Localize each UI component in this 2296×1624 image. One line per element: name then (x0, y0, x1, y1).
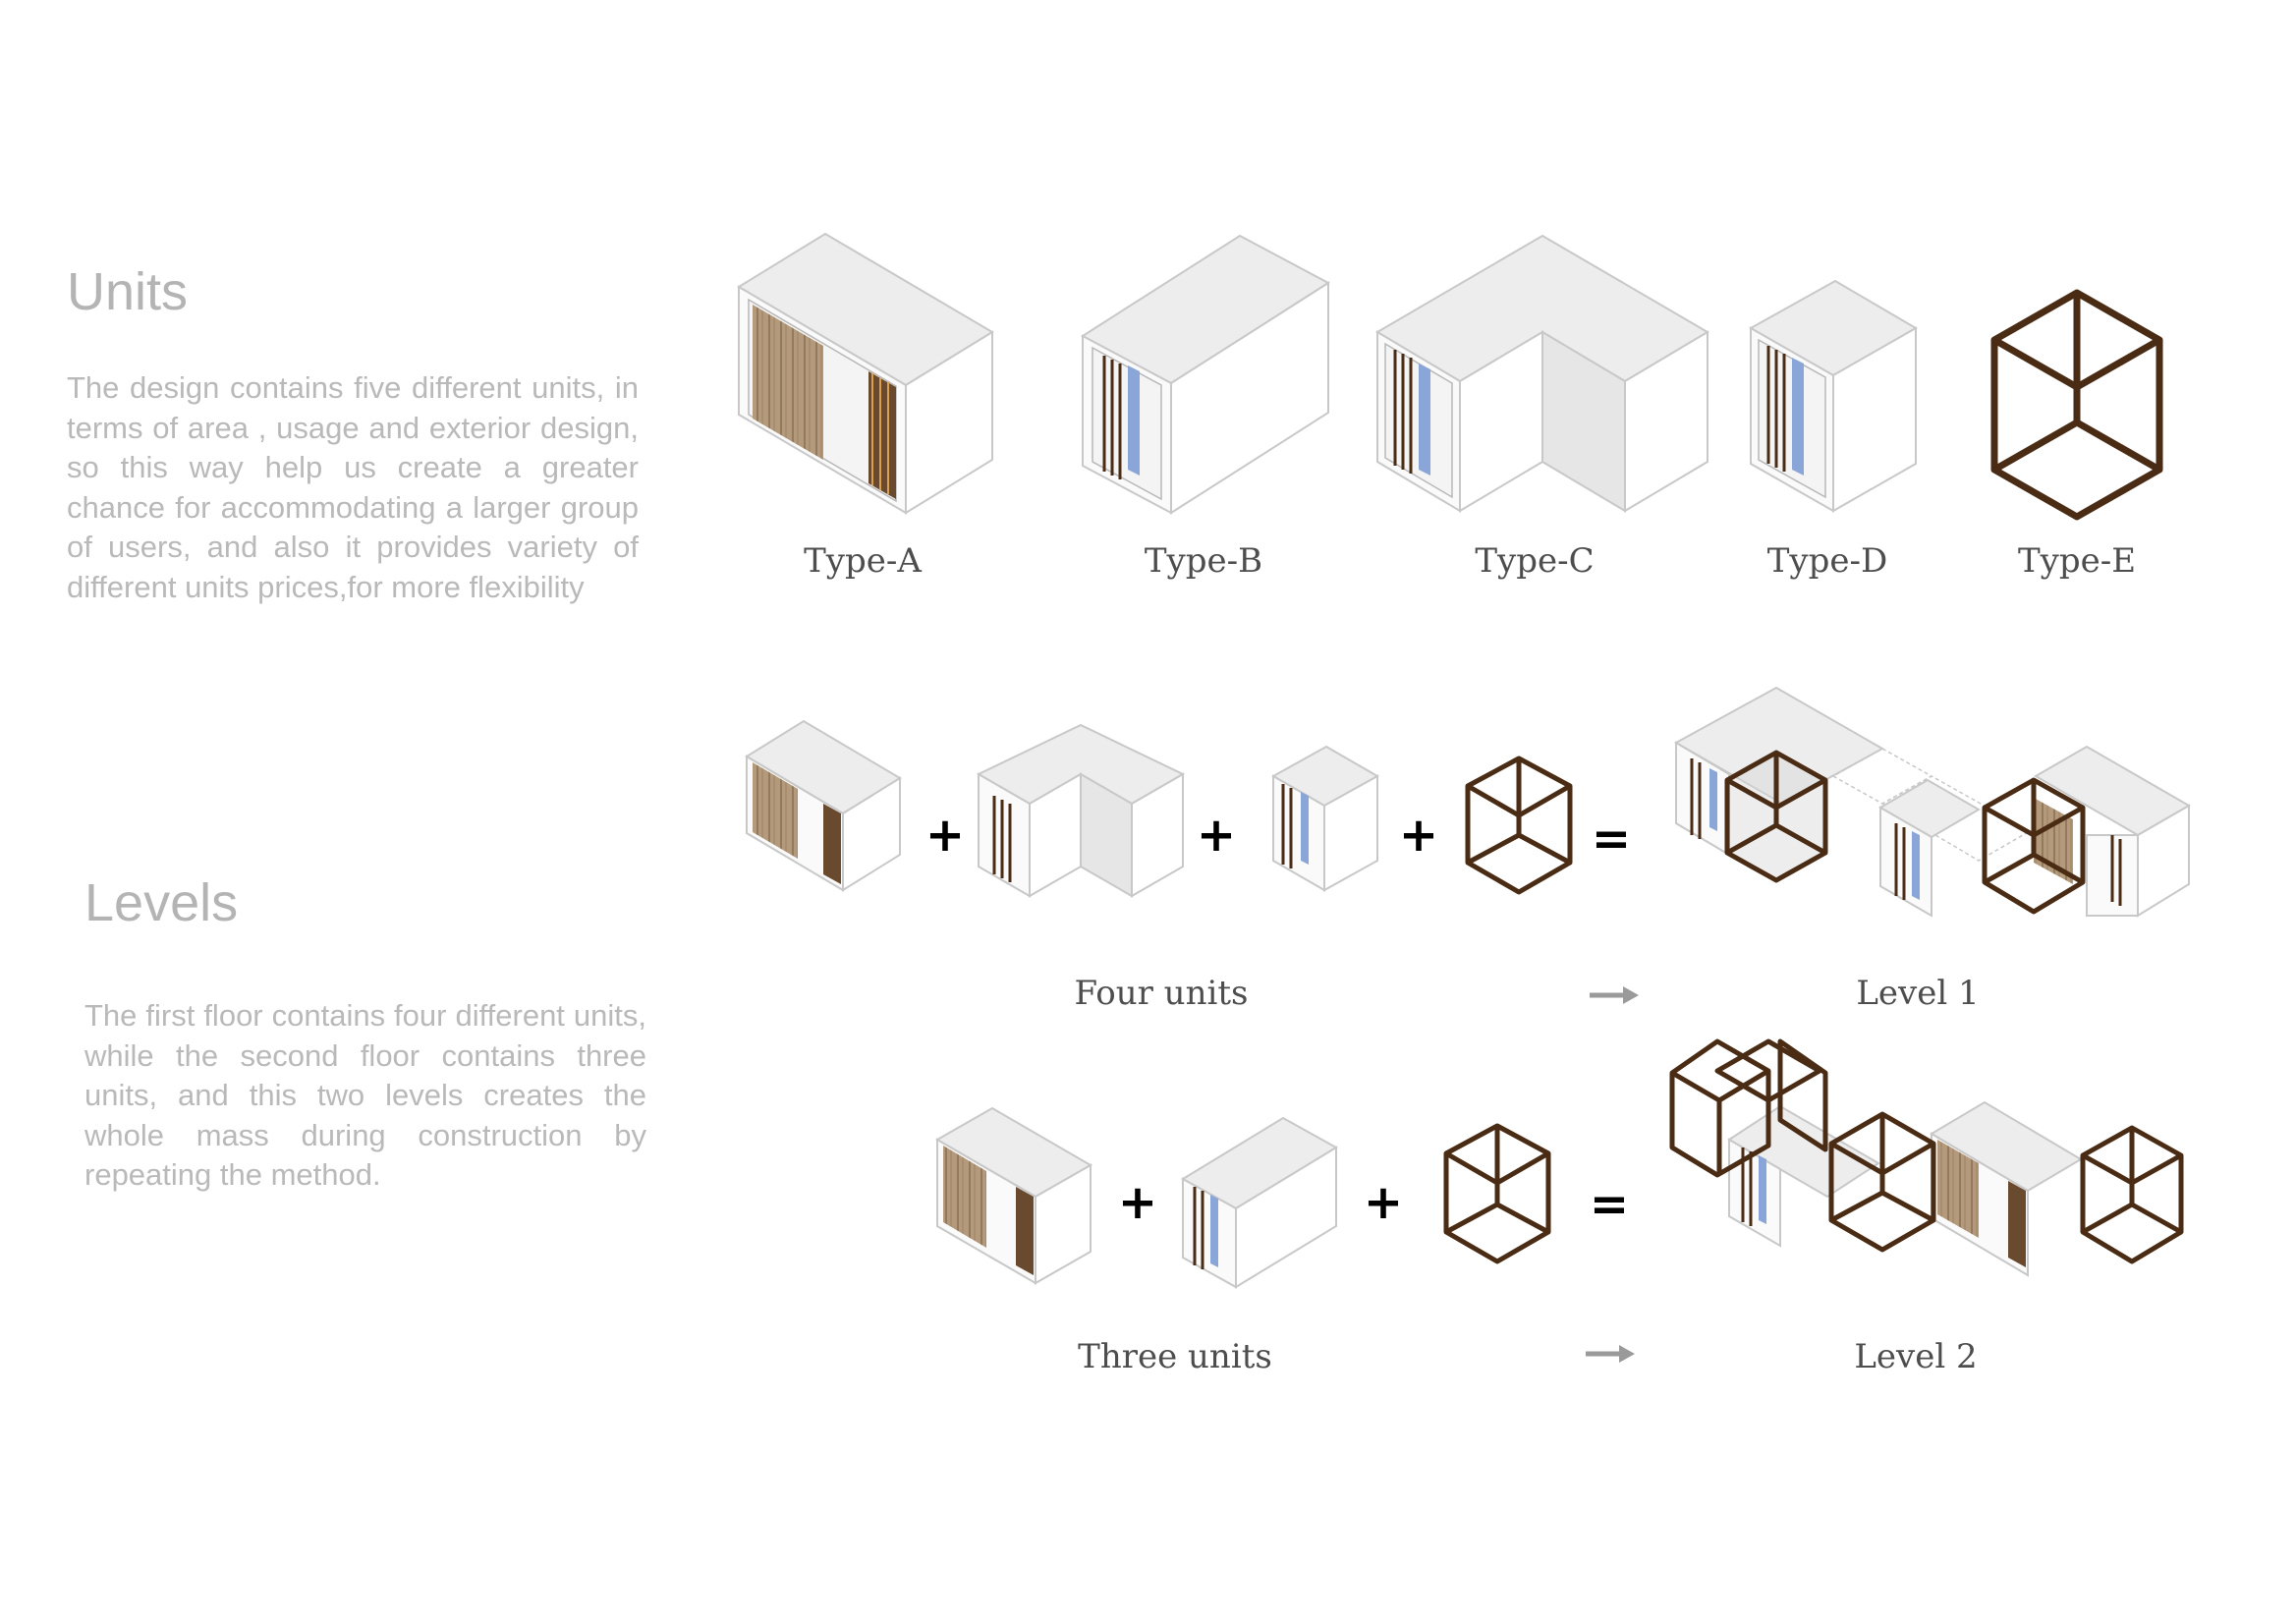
arrow-right-icon (1590, 986, 1639, 1004)
units-title: Units (67, 262, 189, 321)
level1-left-label: Four units (1075, 974, 1249, 1013)
caption-type-c: Type-C (1475, 541, 1594, 581)
level2-right-label: Level 2 (1854, 1337, 1977, 1376)
unit-type-e-drawing (1990, 289, 2163, 521)
units-description: The design contains five different units… (67, 370, 639, 604)
plus-operator: + (1364, 1175, 1403, 1230)
unit-type-d-drawing (1748, 279, 1918, 513)
level1-type-e (1465, 756, 1573, 895)
unit-type-b-drawing (1081, 234, 1330, 515)
level1-right-label: Level 1 (1856, 974, 1979, 1013)
level2-type-a (934, 1106, 1093, 1285)
plus-operator: + (1399, 808, 1438, 863)
plus-operator: + (925, 808, 965, 863)
level1-type-d (1270, 745, 1380, 892)
level2-type-b (1181, 1116, 1338, 1289)
unit-type-c-drawing (1375, 234, 1709, 513)
equals-operator: = (1592, 812, 1631, 867)
levels-description: The first floor contains four different … (84, 998, 646, 1192)
level2-type-e (1443, 1123, 1551, 1264)
level1-type-c (976, 723, 1186, 898)
caption-type-e: Type-E (2018, 541, 2136, 581)
levels-title: Levels (84, 873, 239, 932)
caption-type-b: Type-B (1145, 541, 1262, 581)
caption-type-a: Type-A (804, 541, 922, 581)
plus-operator: + (1118, 1175, 1157, 1230)
equals-operator: = (1590, 1177, 1629, 1232)
arrow-right-icon (1586, 1345, 1635, 1363)
plus-operator: + (1197, 808, 1236, 863)
unit-type-a-drawing (737, 232, 994, 515)
caption-type-d: Type-D (1767, 541, 1888, 581)
level2-assembly (1669, 1038, 2184, 1277)
level2-left-label: Three units (1078, 1337, 1272, 1376)
level1-assembly (1673, 686, 2192, 918)
level1-type-a (745, 719, 902, 892)
